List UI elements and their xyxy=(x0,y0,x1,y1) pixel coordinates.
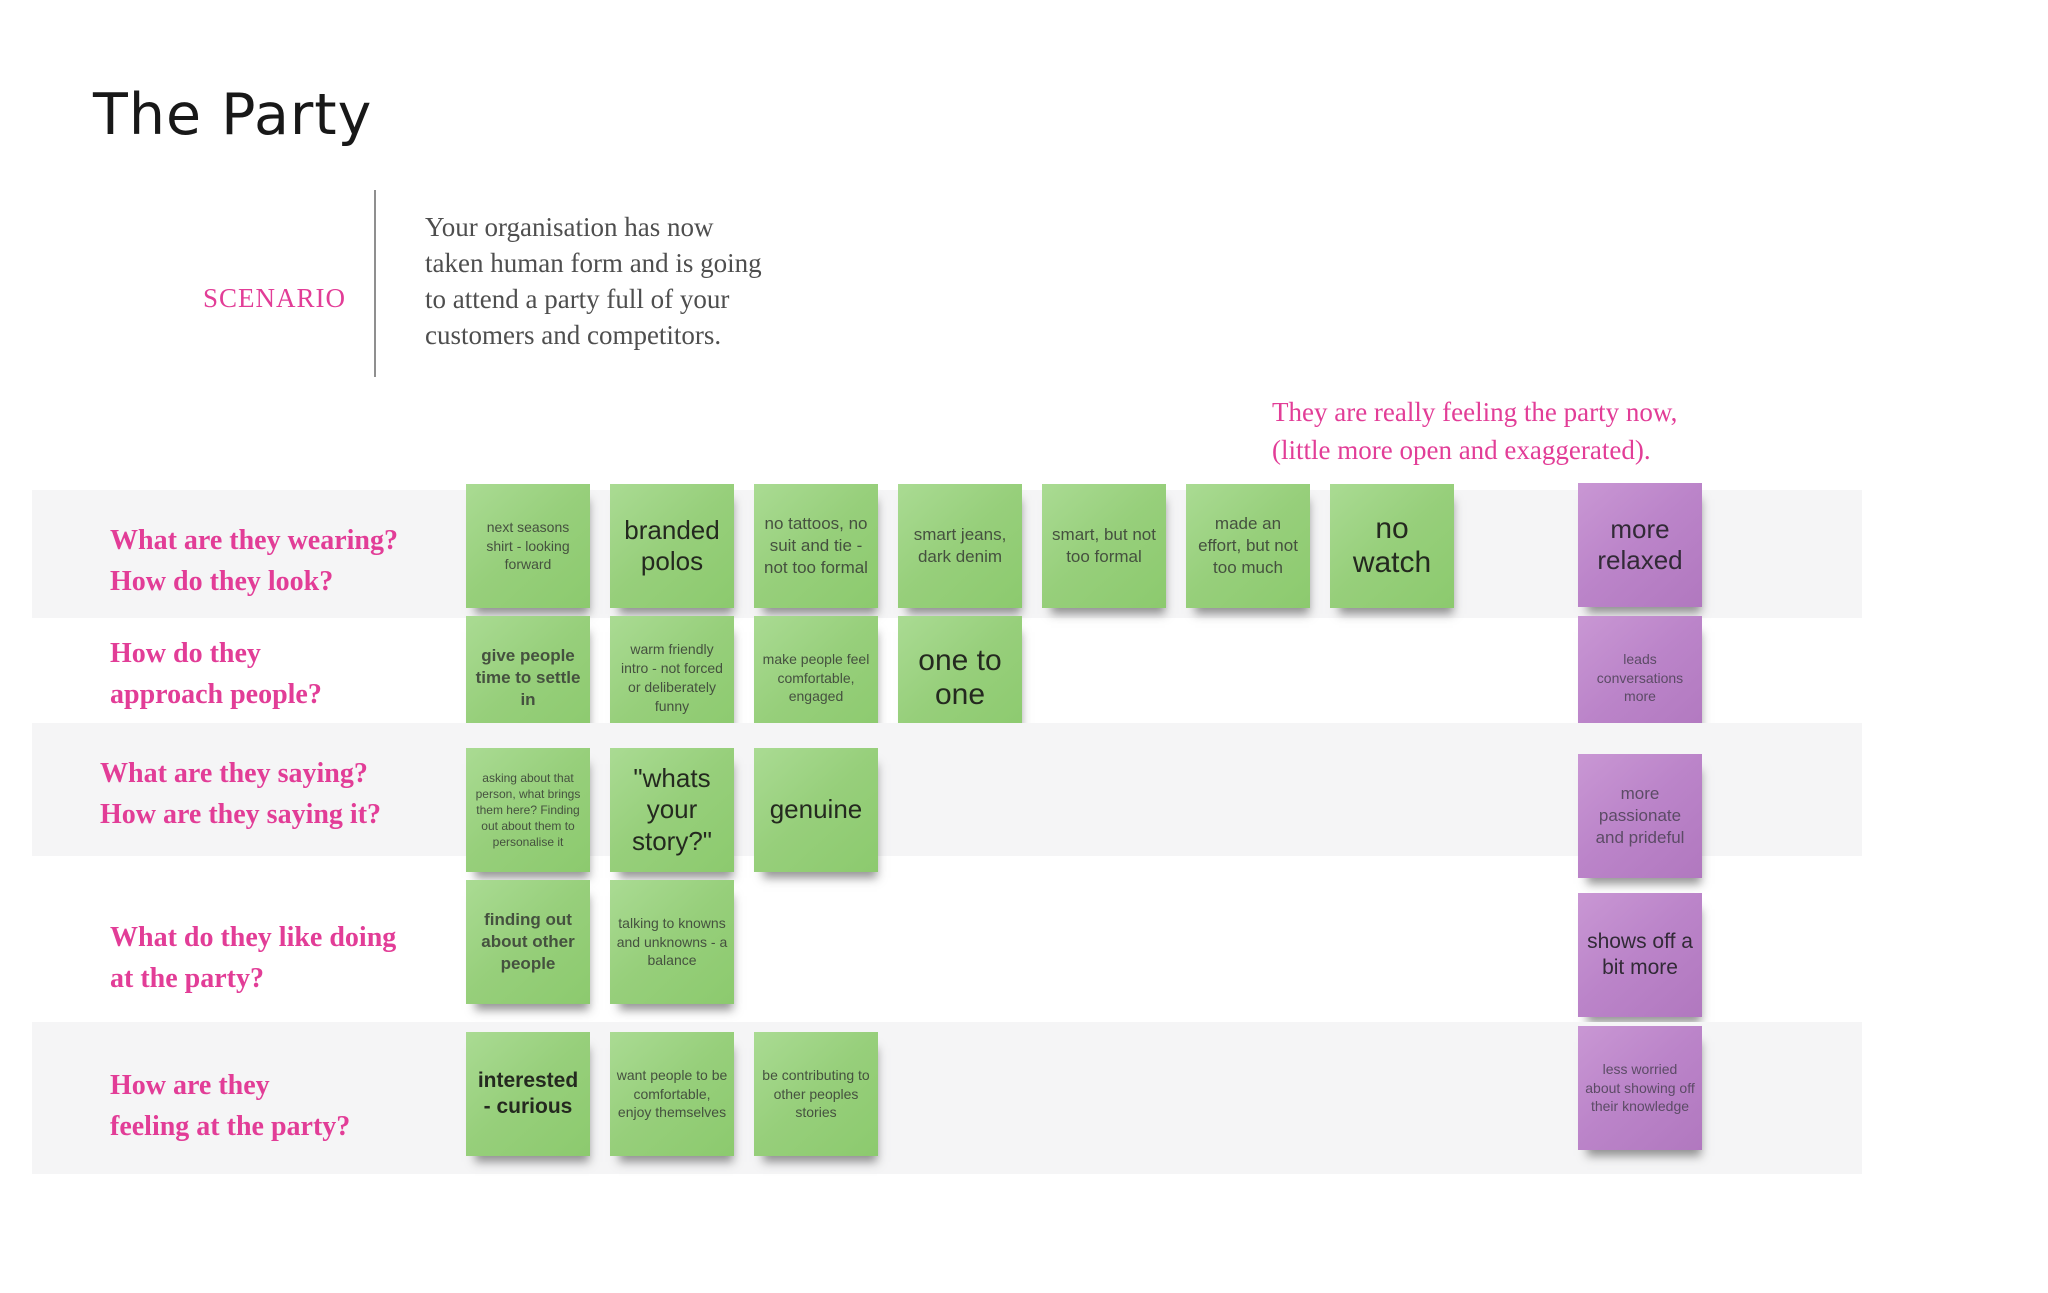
row-question: What do they like doing at the party? xyxy=(110,918,396,999)
sticky-note[interactable]: "whats your story?" xyxy=(610,748,734,872)
question-line: How are they xyxy=(110,1070,270,1101)
sticky-note[interactable]: smart jeans, dark denim xyxy=(898,484,1022,608)
scenario-text: Your organisation has now taken human fo… xyxy=(425,212,762,350)
row-question: How are they feeling at the party? xyxy=(110,1066,350,1147)
sticky-note[interactable]: smart, but not too formal xyxy=(1042,484,1166,608)
sticky-note[interactable]: warm friendly intro - not forced or deli… xyxy=(610,616,734,740)
question-line: How are they saying it? xyxy=(100,798,382,830)
sticky-note[interactable]: no watch xyxy=(1330,484,1454,608)
sticky-note[interactable]: more relaxed xyxy=(1578,483,1702,607)
sticky-note[interactable]: shows off a bit more xyxy=(1578,893,1702,1017)
sticky-note[interactable]: interested - curious xyxy=(466,1032,590,1156)
sticky-note[interactable]: branded polos xyxy=(610,484,734,608)
sticky-note[interactable]: leads conversations more xyxy=(1578,616,1702,740)
scenario-label: SCENARIO xyxy=(202,283,346,313)
sticky-note[interactable]: one to one xyxy=(898,616,1022,740)
sticky-note[interactable]: finding out about other people xyxy=(466,880,590,1004)
question-line: How do they look? xyxy=(110,565,334,597)
sticky-note[interactable]: want people to be comfortable, enjoy the… xyxy=(610,1032,734,1156)
sticky-note[interactable]: make people feel comfortable, engaged xyxy=(754,616,878,740)
sticky-note[interactable]: asking about that person, what brings th… xyxy=(466,748,590,872)
sticky-note[interactable]: more passionate and prideful xyxy=(1578,754,1702,878)
annotation-note: They are really feeling the party now, (… xyxy=(1272,394,1677,470)
sticky-note[interactable]: give people time to settle in xyxy=(466,616,590,740)
scenario-divider xyxy=(374,190,376,377)
question-line: What are they saying? xyxy=(100,758,368,789)
row-question: What are they saying? How are they saying… xyxy=(100,754,381,835)
question-line: What do they like doing xyxy=(110,922,397,953)
question-line: feeling at the party? xyxy=(110,1110,351,1142)
question-line: at the party? xyxy=(110,962,264,994)
row-band xyxy=(32,723,1862,856)
sticky-note[interactable]: talking to knowns and unknowns - a balan… xyxy=(610,880,734,1004)
sticky-note[interactable]: genuine xyxy=(754,748,878,872)
sticky-note[interactable]: next seasons shirt - looking forward xyxy=(466,484,590,608)
sticky-note[interactable]: be contributing to other peoples stories xyxy=(754,1032,878,1156)
question-line: approach people? xyxy=(110,678,322,710)
sticky-note[interactable]: made an effort, but not too much xyxy=(1186,484,1310,608)
row-question: How do they approach people? xyxy=(110,634,322,715)
page-title: The Party xyxy=(93,82,373,148)
annotation-line-1: They are really feeling the party now, xyxy=(1272,397,1678,427)
sticky-note[interactable]: less worried about showing off their kno… xyxy=(1578,1026,1702,1150)
annotation-line-2: (little more open and exaggerated). xyxy=(1272,434,1651,465)
row-question: What are they wearing? How do they look? xyxy=(110,521,398,602)
row-band xyxy=(32,1022,1862,1174)
sticky-note[interactable]: no tattoos, no suit and tie - not too fo… xyxy=(754,484,878,608)
question-line: How do they xyxy=(110,638,261,669)
question-line: What are they wearing? xyxy=(110,525,398,556)
